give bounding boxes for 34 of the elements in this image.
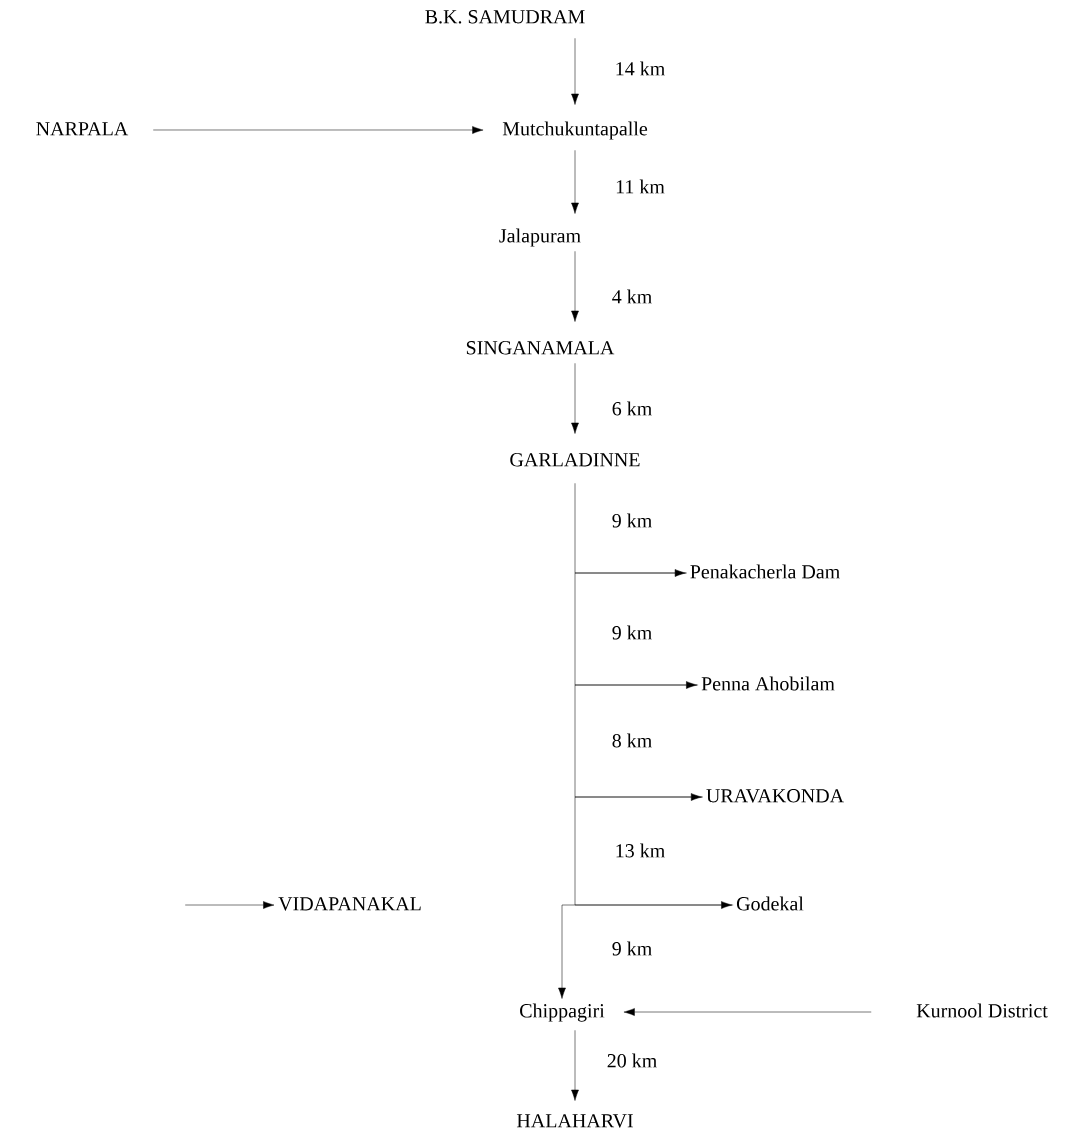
arrow [558, 904, 734, 999]
place-name: URAVAKONDA [706, 789, 844, 803]
arrow [571, 1030, 579, 1101]
distance-label: 20 km [607, 1053, 657, 1068]
place-name: GARLADINNE [510, 453, 640, 467]
place-name: Penakacherla Dam [690, 564, 840, 579]
arrow [571, 38, 579, 105]
arrow [571, 251, 579, 322]
place-name: VIDAPANAKAL [278, 897, 421, 911]
place-name: SINGANAMALA [466, 341, 615, 355]
arrow [184, 901, 275, 909]
distance-label: 13 km [616, 843, 665, 858]
place-name: Penna Ahobilam [701, 676, 835, 691]
distance-label: 8 km [612, 733, 652, 748]
arrow [574, 483, 686, 577]
distance-label: 9 km [612, 625, 652, 640]
place-name: NARPALA [36, 122, 129, 136]
place-name: Mutchukuntapalle [502, 121, 648, 140]
place-name: Chippagiri [520, 1003, 605, 1022]
distance-label: 14 km [616, 61, 665, 76]
distance-label: 4 km [612, 289, 652, 304]
arrow [571, 363, 579, 434]
distance-label: 6 km [612, 401, 652, 416]
arrow [571, 150, 579, 214]
place-name: HALAHARVI [516, 1114, 633, 1128]
place-name: Kurnool District [916, 1003, 1048, 1018]
place-name: B.K. SAMUDRAM [425, 10, 585, 24]
distance-label: 11 km [616, 179, 665, 194]
arrow [152, 126, 484, 134]
place-name: Jalapuram [499, 228, 581, 247]
distance-label: 9 km [612, 513, 652, 528]
arrow [623, 1008, 872, 1016]
distance-label: 9 km [612, 941, 652, 956]
place-name: Godekal [736, 896, 804, 911]
